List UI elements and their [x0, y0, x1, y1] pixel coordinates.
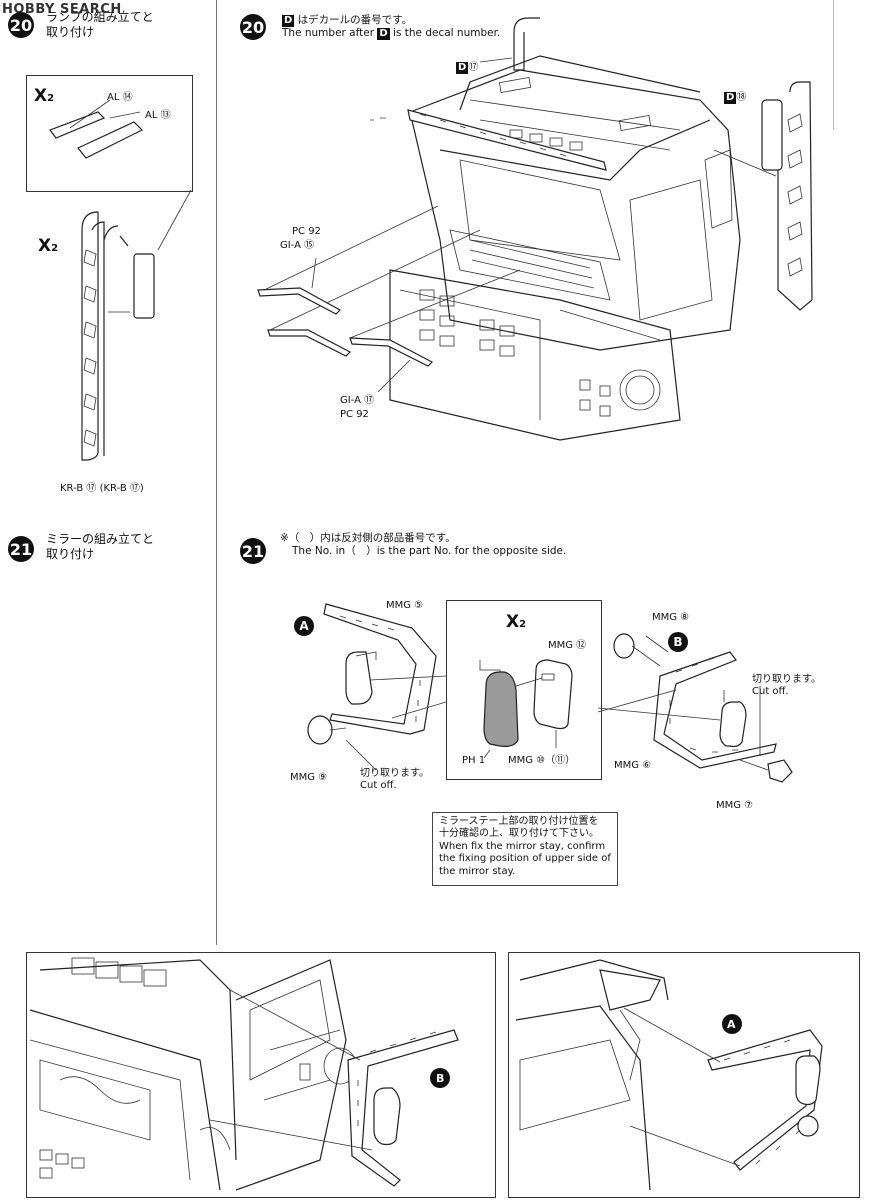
- x2-multiplier-rail: X2: [38, 236, 58, 256]
- cut-off-left: 切り取ります。 Cut off.: [360, 768, 429, 792]
- x2-mark-rail: X: [38, 236, 52, 256]
- label-krb17: KR-B ⑰ (KR-B ⑰): [60, 483, 144, 494]
- decal-17-num: ⑰: [468, 62, 479, 73]
- step-21-title-line1: ミラーの組み立てと: [46, 532, 155, 546]
- cut-off-right: 切り取ります。 Cut off.: [752, 674, 821, 698]
- stay-note-jp2: 十分確認の上、取り付けて下さい。: [439, 828, 599, 840]
- label-mmg6: MMG ⑥: [614, 760, 652, 771]
- decal-key: D: [282, 15, 295, 27]
- mark-b: B: [668, 632, 688, 652]
- label-mmg10: MMG ⑩（⑪）: [508, 755, 576, 766]
- x2-sub-mirror: 2: [519, 619, 527, 630]
- label-al53: AL ⑬: [145, 110, 171, 121]
- decal-18-num: ⑱: [736, 92, 747, 103]
- label-ph1: PH 1: [462, 755, 486, 766]
- x2-sub: 2: [47, 93, 55, 104]
- decal-note-en-suffix: is the decal number.: [393, 27, 501, 39]
- label-mmg8: MMG ⑧: [652, 612, 690, 623]
- label-gia17: GI-A ⑰: [340, 395, 375, 406]
- mark-a: A: [294, 616, 314, 636]
- svg-text:B: B: [436, 1072, 444, 1085]
- decal-note: D はデカールの番号です。 The number after D is the …: [282, 14, 500, 40]
- label-pc92-bottom: PC 92: [340, 409, 369, 420]
- vertical-divider: [216, 0, 217, 945]
- x2-mark: X: [34, 86, 48, 106]
- step-21-title: ミラーの組み立てと 取り付け: [46, 532, 154, 562]
- label-mmg7: MMG ⑦: [716, 800, 754, 811]
- step-20-number-right: 20: [240, 14, 266, 40]
- label-al54: AL ⑭: [107, 92, 133, 103]
- label-mmg9: MMG ⑨: [290, 772, 328, 783]
- step-20-number-left: 20: [8, 12, 34, 38]
- step-20-title-line2: 取り付け: [46, 25, 95, 39]
- label-mmg5: MMG ⑤: [386, 600, 424, 611]
- detail-box-left: [26, 952, 496, 1198]
- step-21-number-left: 21: [8, 536, 34, 562]
- step-21-note-en: The No. in（ ）is the part No. for the opp…: [292, 545, 567, 557]
- label-gia15: GI-A ⑮: [280, 240, 315, 251]
- step-21-number-right: 21: [240, 538, 266, 564]
- step-21-note: ※（ ）内は反対側の部品番号です。 The No. in（ ）is the pa…: [280, 532, 566, 558]
- x2-multiplier-mirror: X2: [506, 612, 526, 632]
- decal-note-jp: はデカールの番号です。: [297, 14, 413, 26]
- label-mmg12: MMG ⑫: [548, 640, 587, 651]
- cut-off-left-en: Cut off.: [360, 780, 397, 791]
- decal-note-en-prefix: The number after: [282, 27, 375, 39]
- x2-mark-mirror: X: [506, 612, 520, 632]
- label-pc92-top: PC 92: [292, 226, 321, 237]
- decal-key-17: D: [456, 62, 469, 74]
- stay-note-en1: When fix the mirror stay, confirm: [439, 840, 606, 852]
- mirror-stay-note-box: ミラーステー上部の取り付け位置を 十分確認の上、取り付けて下さい。 When f…: [432, 812, 618, 886]
- decal-key-en: D: [377, 28, 390, 40]
- stay-note-en3: the mirror stay.: [439, 865, 516, 877]
- decal-key-18: D: [724, 92, 737, 104]
- mirror-subassembly-box: [446, 600, 602, 780]
- cut-off-left-jp: 切り取ります。: [360, 768, 429, 779]
- hobby-search-logo: HOBBY SEARCH: [2, 2, 122, 17]
- stay-note-en2: the fixing position of upper side of: [439, 853, 611, 865]
- step-21-title-line2: 取り付け: [46, 547, 95, 561]
- x2-sub-rail: 2: [51, 243, 59, 254]
- step-20-title: ランプの組み立てと 取り付け: [46, 10, 154, 40]
- x2-multiplier-box: X2: [34, 86, 54, 106]
- cut-off-right-jp: 切り取ります。: [752, 674, 821, 685]
- cut-off-right-en: Cut off.: [752, 686, 789, 697]
- svg-text:A: A: [727, 1018, 736, 1031]
- right-edge-line: [833, 0, 834, 130]
- step-20-title-line1: ランプの組み立てと: [46, 10, 154, 24]
- stay-note-jp1: ミラーステー上部の取り付け位置を: [439, 816, 599, 827]
- step-21-note-jp: ※（ ）内は反対側の部品番号です。: [280, 532, 456, 544]
